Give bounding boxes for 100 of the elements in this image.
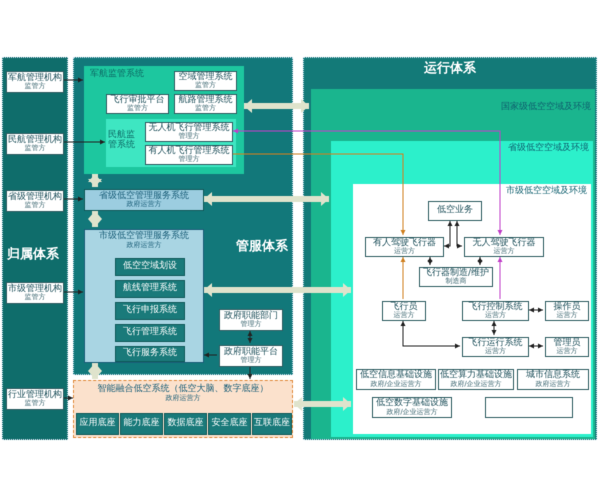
double-arrow bbox=[428, 256, 432, 266]
box-label: 低空业务 bbox=[437, 206, 473, 216]
box-label: 行业管理机构 bbox=[8, 390, 62, 400]
box-label: 政府职能部门 bbox=[224, 312, 278, 321]
system-panel bbox=[84, 229, 204, 363]
arrow bbox=[400, 256, 406, 300]
double-arrow bbox=[294, 397, 351, 411]
system-box bbox=[219, 309, 283, 331]
box-label: 无人驾驶飞行器 bbox=[472, 238, 536, 248]
panel-title: 市级低空空域及环境 bbox=[506, 187, 587, 197]
panel-title: 省级低空空域及环境 bbox=[508, 144, 589, 154]
box-label: 低空算力基础设施 bbox=[440, 371, 512, 380]
system-box bbox=[356, 369, 436, 390]
system-box bbox=[115, 302, 185, 320]
panel-title: 智能融合低空系统（低空大脑、数字底座） bbox=[96, 385, 270, 394]
panel-title: 归属体系 bbox=[7, 248, 59, 262]
arrow bbox=[498, 256, 502, 300]
arrow bbox=[62, 396, 74, 400]
box-shape bbox=[485, 397, 573, 418]
box-label: 市级管理机构 bbox=[8, 284, 62, 294]
double-arrow bbox=[232, 128, 502, 236]
box-label: 飞行控制系统 bbox=[468, 302, 522, 312]
system-box bbox=[6, 388, 64, 410]
system-panel bbox=[73, 380, 293, 438]
system-box bbox=[164, 413, 207, 435]
box-label: 无人机飞行管理系统 bbox=[148, 124, 230, 133]
system-box bbox=[438, 369, 514, 390]
system-box bbox=[115, 324, 185, 342]
double-arrow bbox=[248, 330, 252, 344]
box-label: 航路管理系统 bbox=[178, 96, 232, 105]
system-box bbox=[145, 122, 233, 142]
double-arrow bbox=[204, 283, 351, 297]
arrow bbox=[62, 78, 84, 82]
arrow bbox=[62, 140, 106, 144]
system-box bbox=[6, 190, 64, 212]
box-label: 政府职能平台 bbox=[224, 348, 278, 357]
arrow bbox=[62, 196, 84, 202]
box-label: 飞行申报系统 bbox=[123, 306, 177, 316]
section-panel bbox=[2, 57, 68, 440]
double-arrow bbox=[88, 211, 102, 227]
system-box bbox=[84, 189, 204, 211]
box-label: 省级管理机构 bbox=[8, 192, 62, 202]
box-label: 应用底座 bbox=[80, 419, 116, 429]
double-arrow bbox=[528, 344, 544, 348]
system-box bbox=[382, 301, 426, 321]
panel-title: 军航监管系统 bbox=[90, 70, 144, 80]
system-box bbox=[252, 413, 292, 435]
double-arrow bbox=[88, 174, 102, 187]
panel-title: 国家级低空空域及环境 bbox=[501, 103, 591, 113]
box-label: 民航管理机构 bbox=[8, 136, 62, 145]
box-label: 有人机飞行管理系统 bbox=[148, 146, 230, 156]
system-box bbox=[372, 397, 452, 418]
system-box bbox=[6, 133, 64, 155]
arrow bbox=[204, 352, 218, 358]
double-arrow bbox=[528, 308, 544, 312]
system-box bbox=[174, 94, 237, 114]
system-box bbox=[365, 237, 444, 257]
box-label: 军航管理机构 bbox=[8, 74, 62, 83]
box-label: 航线管理系统 bbox=[123, 284, 177, 294]
box-label: 低空数字基础设施 bbox=[376, 399, 448, 408]
double-arrow bbox=[454, 220, 462, 248]
box-label: 能力底座 bbox=[124, 419, 160, 429]
box-label: 互联底座 bbox=[254, 419, 290, 429]
system-box bbox=[120, 413, 163, 435]
box-label: 管理员 bbox=[554, 338, 580, 348]
panel-title: 运行体系 bbox=[423, 62, 477, 76]
system-box bbox=[419, 267, 493, 287]
system-box bbox=[428, 201, 482, 221]
system-box bbox=[208, 413, 251, 435]
section-panel bbox=[73, 57, 293, 375]
box-label: 空域管理系统 bbox=[178, 72, 232, 82]
double-arrow bbox=[204, 192, 329, 206]
box-label: 数据底座 bbox=[168, 419, 204, 429]
double-arrow bbox=[88, 363, 102, 379]
panel-title: 管服体系 bbox=[236, 240, 288, 254]
box-label: 低空空域划设 bbox=[123, 262, 177, 272]
arrow bbox=[248, 366, 252, 380]
system-box bbox=[115, 280, 185, 298]
panel-title: 民航监管系统 bbox=[108, 131, 136, 151]
double-arrow bbox=[478, 256, 482, 266]
airspace-panel bbox=[353, 184, 591, 434]
box-label: 飞行器制造/维护 bbox=[422, 268, 490, 278]
system-box bbox=[219, 345, 283, 367]
double-arrow bbox=[492, 320, 496, 336]
box-label: 低空信息基础设施 bbox=[360, 371, 432, 380]
double-arrow bbox=[400, 320, 460, 348]
system-box bbox=[545, 337, 589, 357]
system-box bbox=[76, 413, 119, 435]
system-box bbox=[6, 282, 64, 304]
box-label: 飞行审批平台 bbox=[110, 96, 164, 105]
system-box bbox=[517, 369, 589, 390]
system-box bbox=[462, 337, 529, 357]
system-box bbox=[115, 346, 185, 362]
arrow bbox=[232, 154, 406, 236]
system-box bbox=[115, 258, 185, 276]
system-box bbox=[462, 301, 529, 321]
panel-title: 市级低空管理服务系统 bbox=[98, 232, 190, 241]
system-box bbox=[545, 301, 589, 321]
box-label: 城市信息系统 bbox=[526, 371, 580, 380]
box-label: 飞行服务系统 bbox=[123, 349, 177, 359]
